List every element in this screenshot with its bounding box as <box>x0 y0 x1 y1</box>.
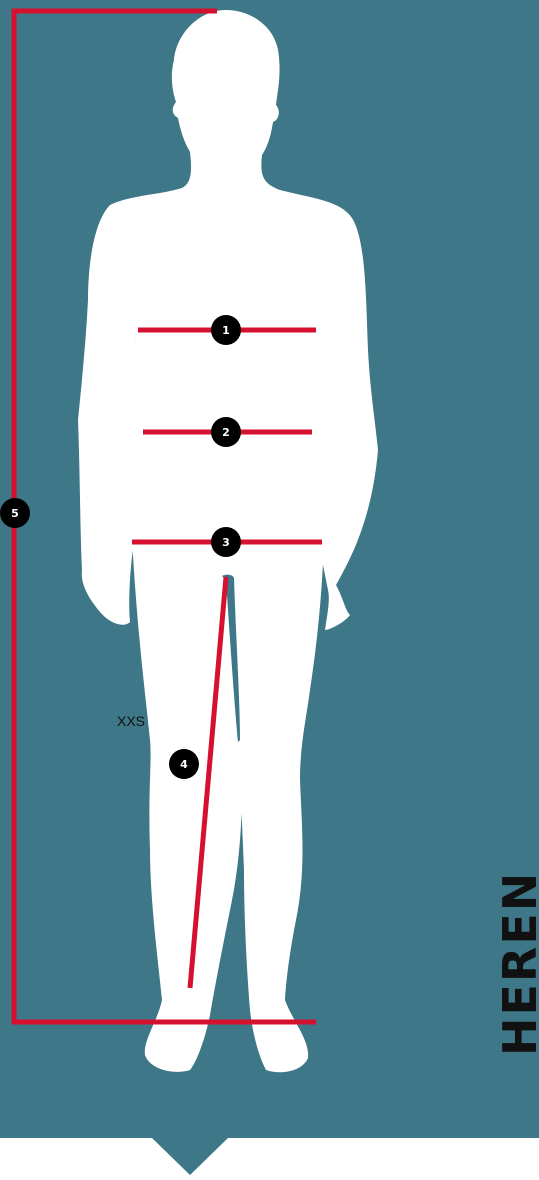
badge-2-label: 2 <box>222 426 230 439</box>
badge-3: 3 <box>211 527 241 557</box>
badge-1-label: 1 <box>222 324 230 337</box>
gender-title: HEREN <box>493 871 539 1056</box>
badge-4: 4 <box>169 749 199 779</box>
badge-1: 1 <box>211 315 241 345</box>
badge-3-label: 3 <box>222 536 230 549</box>
badge-4-label: 4 <box>180 758 188 771</box>
size-label: XXS <box>117 713 145 729</box>
badge-2: 2 <box>211 417 241 447</box>
badge-5: 5 <box>0 498 30 528</box>
badge-5-label: 5 <box>11 507 19 520</box>
